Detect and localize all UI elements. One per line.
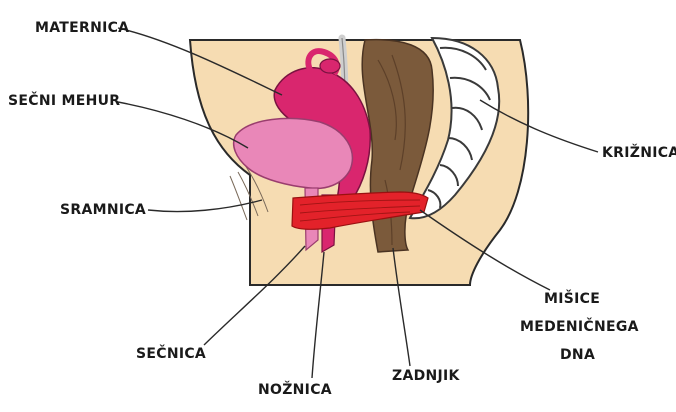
label-sramnica: SRAMNICA (60, 202, 146, 218)
label-secni-mehur: SEČNI MEHUR (8, 91, 120, 109)
label-zadnjik: ZADNJIK (392, 368, 461, 384)
label-noznica: NOŽNICA (258, 381, 332, 398)
leader-sramnica (148, 200, 262, 212)
label-maternica: MATERNICA (35, 20, 129, 36)
label-misice-line1: MIŠICE (544, 289, 600, 307)
label-secnica: SEČNICA (136, 344, 206, 362)
label-misice-line3: DNA (560, 347, 595, 363)
label-misice-line2: MEDENIČNEGA (520, 317, 639, 335)
label-kriznica: KRIŽNICA (602, 144, 676, 161)
